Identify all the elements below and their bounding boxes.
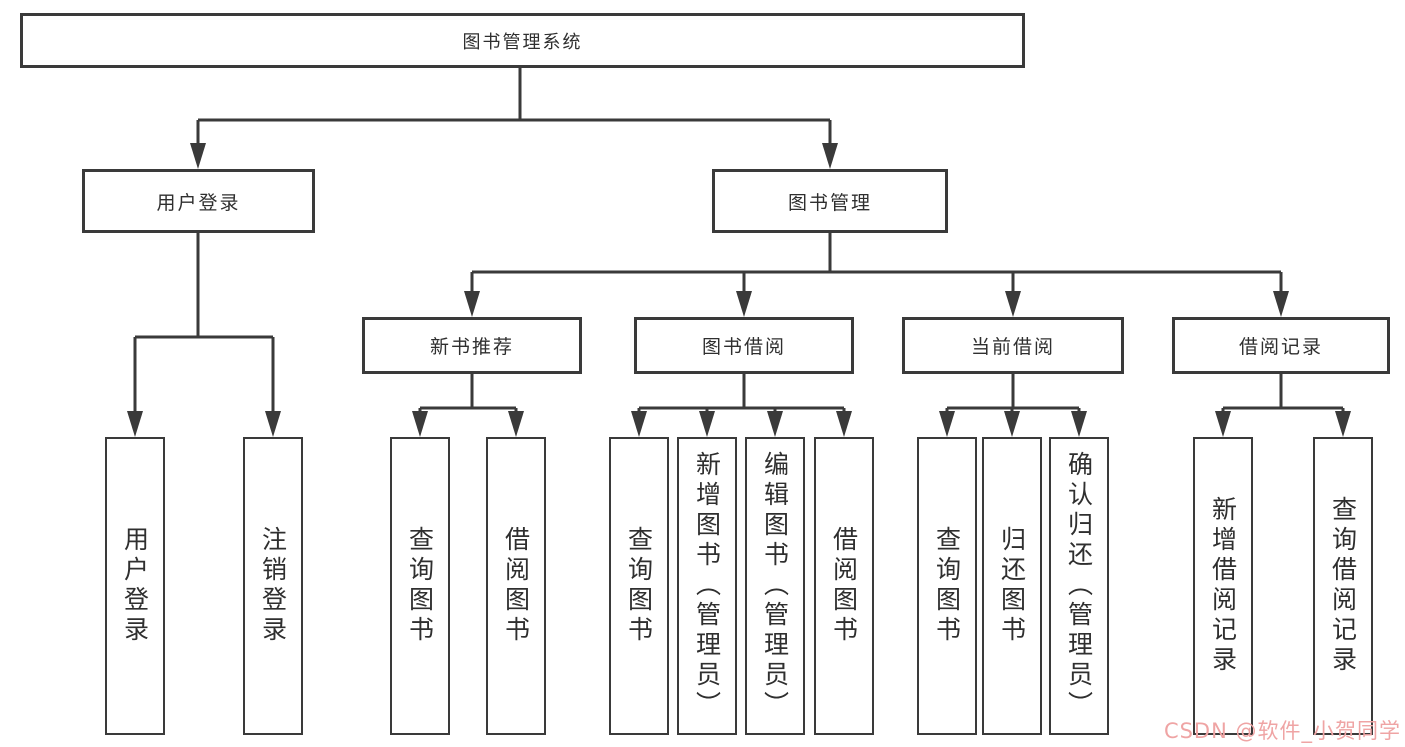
node-label: 图书管理系统	[462, 31, 583, 53]
node-label: 新书推荐	[429, 336, 514, 358]
leaf-label: 注销登录	[258, 526, 288, 646]
arrowhead	[736, 291, 752, 317]
leaf-query-books-borrow: 查询图书	[609, 437, 669, 735]
arrowhead	[1273, 291, 1289, 317]
leaf-label: 新增借阅记录	[1208, 496, 1238, 676]
leaf-logout: 注销登录	[243, 437, 303, 735]
arrowhead	[767, 411, 783, 437]
leaf-query-borrow-record: 查询借阅记录	[1313, 437, 1373, 735]
leaf-add-books-admin: 新增图书（管理员）	[677, 437, 737, 735]
arrowhead	[1215, 411, 1231, 437]
leaf-label: 归还图书	[997, 526, 1027, 646]
leaf-user-login: 用户登录	[105, 437, 165, 735]
arrowhead	[822, 143, 838, 169]
leaf-label: 新增图书（管理员）	[692, 451, 722, 721]
leaf-label: 查询图书	[624, 526, 654, 646]
leaf-label: 查询图书	[932, 526, 962, 646]
node-current-borrow: 当前借阅	[902, 317, 1124, 374]
node-new-book-recommend: 新书推荐	[362, 317, 582, 374]
node-book-borrow: 图书借阅	[634, 317, 854, 374]
connector-user-login	[133, 233, 275, 414]
node-borrow-records: 借阅记录	[1172, 317, 1390, 374]
arrowhead	[265, 411, 281, 437]
leaf-add-borrow-record: 新增借阅记录	[1193, 437, 1253, 735]
leaf-query-books-recommend: 查询图书	[390, 437, 450, 735]
csdn-watermark: CSDN @软件_小贺同学	[1163, 719, 1401, 743]
leaf-query-books-current: 查询图书	[917, 437, 977, 735]
arrowhead	[1004, 411, 1020, 437]
connector-new-book-recommend	[418, 374, 518, 414]
node-user-login: 用户登录	[82, 169, 315, 233]
arrowhead	[1335, 411, 1351, 437]
arrowhead	[836, 411, 852, 437]
connector-root	[196, 68, 832, 146]
connector-book-borrow	[637, 374, 846, 414]
leaf-borrow-books-recommend: 借阅图书	[486, 437, 546, 735]
leaf-label: 查询图书	[405, 526, 435, 646]
arrowhead	[508, 411, 524, 437]
arrowhead	[1005, 291, 1021, 317]
arrowhead	[127, 411, 143, 437]
connector-book-management	[470, 233, 1283, 294]
leaf-confirm-return-admin: 确认归还（管理员）	[1049, 437, 1109, 735]
node-label: 用户登录	[156, 191, 241, 214]
arrowhead	[190, 143, 206, 169]
node-library-management-system: 图书管理系统	[20, 13, 1025, 68]
leaf-label: 借阅图书	[501, 526, 531, 646]
leaf-borrow-books: 借阅图书	[814, 437, 874, 735]
leaf-label: 借阅图书	[829, 526, 859, 646]
connector-current-borrow	[945, 374, 1081, 414]
arrowhead	[699, 411, 715, 437]
arrowhead	[631, 411, 647, 437]
node-label: 借阅记录	[1238, 336, 1323, 358]
leaf-label: 确认归还（管理员）	[1064, 451, 1094, 721]
node-label: 图书借阅	[701, 336, 786, 358]
arrowheads	[127, 143, 1351, 437]
leaf-label: 编辑图书（管理员）	[760, 451, 790, 721]
arrowhead	[939, 411, 955, 437]
leaf-return-books: 归还图书	[982, 437, 1042, 735]
node-label: 当前借阅	[970, 336, 1055, 358]
node-book-management: 图书管理	[712, 169, 948, 233]
arrowhead	[464, 291, 480, 317]
arrowhead	[1071, 411, 1087, 437]
leaf-edit-books-admin: 编辑图书（管理员）	[745, 437, 805, 735]
arrowhead	[412, 411, 428, 437]
leaf-label: 查询借阅记录	[1328, 496, 1358, 676]
node-label: 图书管理	[787, 191, 872, 214]
leaf-label: 用户登录	[120, 526, 150, 646]
connector-borrow-records	[1221, 374, 1345, 414]
